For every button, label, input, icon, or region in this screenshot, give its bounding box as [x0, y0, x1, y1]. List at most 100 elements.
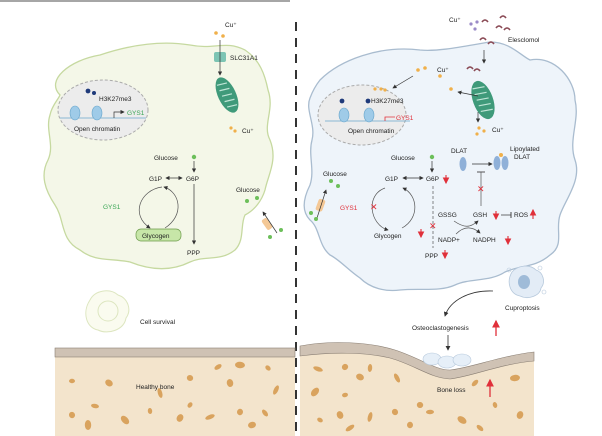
- osteocyte-icon: [157, 388, 163, 398]
- right-g6p-label: G6P: [426, 176, 439, 183]
- osteocyte-icon: [391, 408, 399, 416]
- glycogen-box: [135, 228, 182, 242]
- nadp-label: NADP+: [438, 237, 460, 244]
- glucose-molecule-icon: [255, 196, 259, 200]
- left-chromatin-label: Open chromatin: [74, 126, 121, 133]
- right-chromatin-label: Open chromatin: [348, 128, 395, 135]
- gsh-label: GSH: [473, 212, 487, 219]
- glucose-molecule-icon: [329, 179, 333, 183]
- glucose-molecule-icon: [279, 228, 283, 232]
- osteocyte-icon: [91, 403, 99, 409]
- bone-loss-label: Bone loss: [437, 387, 466, 394]
- osteocyte-icon: [393, 373, 401, 383]
- right-cu-cyto-label: Cu⁺: [437, 67, 449, 74]
- cell-survival-label: Cell survival: [140, 319, 176, 326]
- left-g6p-label: G6P: [186, 176, 199, 183]
- elesclomol-label: Elesclomol: [508, 37, 540, 44]
- glucose-molecule-icon: [268, 235, 272, 239]
- mitochondrion-icon: [215, 77, 239, 113]
- osteoclastogenesis-label: Osteoclastogenesis: [412, 325, 469, 332]
- osteocyte-icon: [236, 408, 244, 416]
- healthy-bone-label: Healthy bone: [136, 384, 175, 391]
- osteoclast-icon: [422, 352, 472, 369]
- cuproptosis-label: Cuproptosis: [505, 305, 540, 312]
- osteocyte-icon: [69, 378, 75, 384]
- osteocyte-icon: [471, 379, 479, 387]
- glucose-molecule-icon: [309, 211, 313, 215]
- osteocyte-icon: [186, 374, 194, 382]
- osteocyte-icon: [176, 414, 184, 422]
- lipoylated-dlat-icon: [493, 153, 509, 170]
- glucose-transporter-icon: [315, 198, 326, 212]
- glucose-molecule-icon: [429, 154, 435, 160]
- left-glucose-label: Glucose: [154, 155, 178, 162]
- right-glycogen-label: Glycogen: [374, 233, 402, 240]
- osteocyte-icon: [367, 364, 373, 372]
- right-glucose-outer-label: Glucose: [323, 171, 347, 178]
- osteocyte-icon: [261, 409, 269, 417]
- right-glucose-label: Glucose: [391, 155, 415, 162]
- copper-ion-icon: [473, 27, 477, 31]
- osteocyte-icon: [426, 409, 434, 415]
- left-glycogen-label: Glycogen: [142, 233, 170, 240]
- osteocyte-icon: [273, 385, 279, 395]
- copper-ion-icon: [383, 88, 387, 92]
- osteocyte-icon: [235, 361, 245, 369]
- diseased-cell: [303, 41, 578, 292]
- osteocyte-icon: [248, 421, 256, 429]
- block-x-icon: ✕: [370, 202, 378, 212]
- osteocyte-icon: [226, 379, 234, 387]
- osteocyte-icon: [342, 392, 348, 398]
- right-ppp-label: PPP: [425, 253, 438, 260]
- osteocyte-icon: [476, 424, 484, 432]
- copper-ion-icon: [416, 68, 420, 72]
- cell-survival-icon: [85, 290, 130, 333]
- right-gys1-enzyme-label: GYS1: [340, 205, 358, 212]
- left-g1p-label: G1P: [149, 176, 162, 183]
- osteocyte-icon: [105, 379, 113, 387]
- nucleosome-icon: [338, 107, 350, 123]
- methyl-mark-icon: [365, 98, 371, 104]
- copper-ion-icon: [214, 31, 218, 35]
- right-g1p-label: G1P: [385, 176, 398, 183]
- glucose-transporter-icon: [261, 218, 273, 230]
- osteocyte-icon: [345, 424, 355, 432]
- osteocyte-spots: [68, 361, 524, 432]
- block-x-icon: ✕: [477, 184, 485, 194]
- healthy-nucleus: H3K27me3 GYS1 Open chromatin: [57, 79, 149, 141]
- osteocyte-icon: [492, 402, 498, 408]
- copper-ion-icon: [221, 34, 225, 38]
- copper-ion-icon: [233, 129, 237, 133]
- ros-label: ROS: [514, 212, 529, 219]
- diseased-nucleus: H3K27me3 GYS1 Open chromatin: [317, 84, 414, 146]
- glucose-molecule-icon: [245, 199, 249, 203]
- osteocyte-icon: [265, 365, 271, 371]
- osteocyte-icon: [416, 401, 424, 409]
- left-cu-cyto-label: Cu⁺: [242, 128, 254, 135]
- osteocyte-icon: [68, 411, 76, 419]
- osteocyte-icon: [317, 417, 323, 423]
- glucose-molecule-icon: [191, 154, 197, 160]
- osteocyte-icon: [205, 414, 215, 420]
- copper-ion-icon: [475, 20, 479, 24]
- diseased-bone: [299, 342, 535, 436]
- lipoylated-dlat-label-line2: DLAT: [514, 154, 530, 161]
- right-gys1-gene-label: GYS1: [396, 115, 414, 122]
- glucose-molecule-icon: [336, 184, 340, 188]
- copper-ion-icon: [475, 132, 479, 136]
- elesclomol-icon: [466, 66, 481, 72]
- osteocyte-icon: [120, 415, 130, 425]
- osteocyte-icon: [406, 421, 414, 429]
- osteocyte-icon: [336, 411, 344, 419]
- nadph-label: NADPH: [473, 237, 496, 244]
- copper-ion-icon: [379, 87, 383, 91]
- copper-ion-icon: [469, 22, 473, 26]
- copper-ion-icon: [423, 66, 427, 70]
- left-gys1-enzyme-label: GYS1: [103, 204, 121, 211]
- osteocyte-icon: [516, 411, 524, 419]
- osteocyte-icon: [187, 402, 193, 408]
- transcription-arrow-icon: [113, 109, 125, 118]
- copper-ion-icon: [482, 129, 486, 133]
- nucleosome-icon: [91, 105, 103, 121]
- osteocyte-icon: [310, 387, 320, 397]
